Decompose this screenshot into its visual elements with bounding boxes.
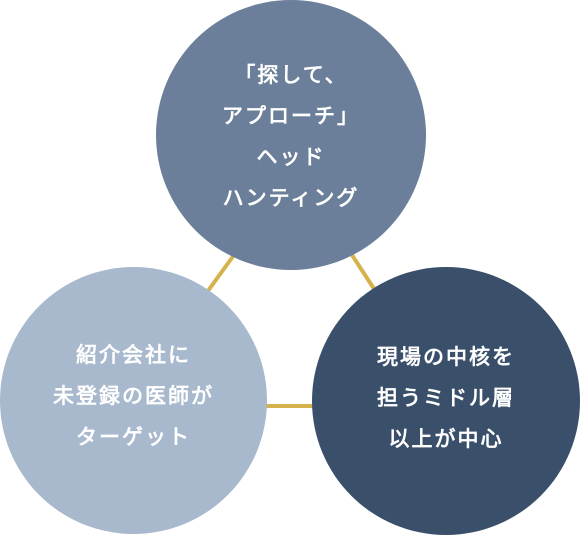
circle-mid-level-text: 現場の中核を 担うミドル層 以上が中心 [377,337,515,460]
circle-unregistered-doctors-line-1: 紹介会社に [76,343,191,367]
circle-headhunting: 「探して、 アプローチ」 ヘッド ハンティング [156,0,426,270]
circle-unregistered-doctors-line-3: ターゲット [76,425,191,449]
circle-headhunting-line-2: アプローチ」 [222,104,360,128]
circle-headhunting-line-4: ハンティング [222,186,360,210]
circle-mid-level-line-1: 現場の中核を [377,344,515,369]
circle-headhunting-text: 「探して、 アプローチ」 ヘッド ハンティング [222,55,360,219]
circle-unregistered-doctors-line-2: 未登録の医師が [53,384,214,408]
circle-headhunting-line-1: 「探して、 [234,63,348,87]
connector-top-left [203,253,236,297]
circle-headhunting-line-3: ヘッド [256,145,326,169]
circle-mid-level-line-2: 担うミドル層 [377,385,515,410]
circle-unregistered-doctors-text: 紹介会社に 未登録の医師が ターゲット [53,335,214,458]
circle-unregistered-doctors: 紹介会社に 未登録の医師が ターゲット [0,267,267,534]
circle-mid-level: 現場の中核を 担うミドル層 以上が中心 [312,267,580,535]
circle-mid-level-line-3: 以上が中心 [388,426,504,451]
